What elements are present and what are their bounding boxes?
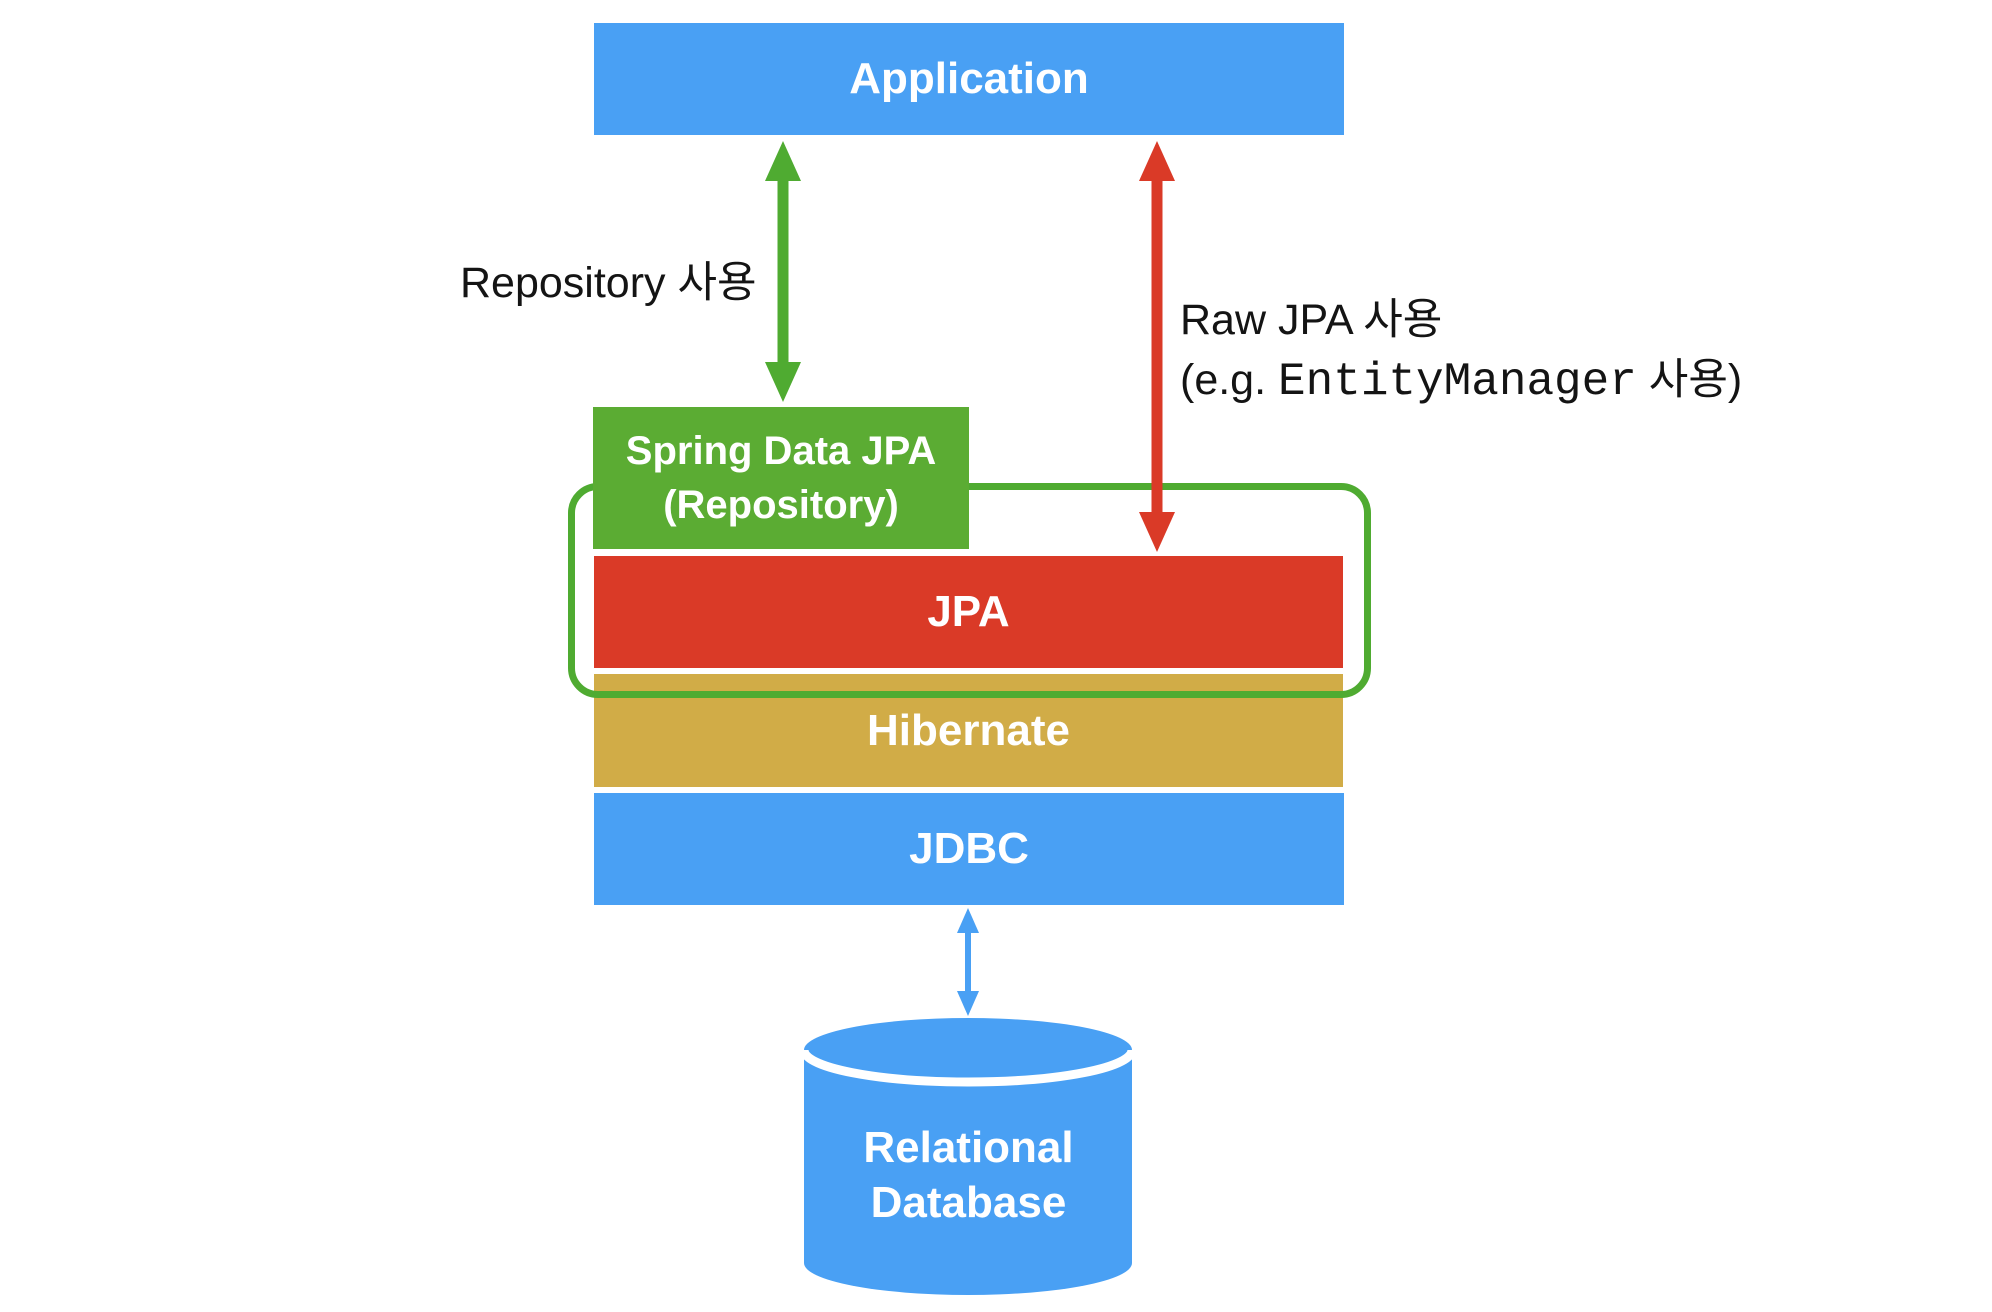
jpa-label: JPA bbox=[927, 587, 1010, 636]
application-label: Application bbox=[849, 54, 1089, 103]
jpa-group-outline bbox=[568, 483, 1371, 698]
arrow-down-icon bbox=[1139, 512, 1175, 552]
jdbc-db-double-arrow bbox=[957, 908, 979, 1016]
database-label-line2: Database bbox=[870, 1178, 1067, 1227]
raw-jpa-usage-line1: Raw JPA 사용 bbox=[1180, 296, 1443, 344]
application-box: Application bbox=[594, 23, 1344, 135]
arrow-up-icon bbox=[765, 141, 801, 181]
arrow-up-icon bbox=[1139, 141, 1175, 181]
arrow-up-icon bbox=[957, 908, 979, 933]
jdbc-box: JDBC bbox=[594, 793, 1344, 905]
raw-jpa-usage-line2: (e.g. EntityManager 사용) bbox=[1180, 356, 1743, 408]
raw-jpa-double-arrow bbox=[1139, 141, 1175, 552]
database-label: Relational Database bbox=[805, 1120, 1132, 1230]
repository-usage-label: Repository 사용 bbox=[460, 259, 757, 307]
raw-jpa-usage-label: Raw JPA 사용 (e.g. EntityManager 사용) bbox=[1180, 290, 1742, 412]
database-cylinder-icon bbox=[799, 1018, 1137, 1295]
spring-data-jpa-box: Spring Data JPA (Repository) bbox=[593, 407, 969, 549]
jdbc-label: JDBC bbox=[909, 824, 1029, 873]
hibernate-label: Hibernate bbox=[867, 705, 1070, 755]
database-label-line1: Relational bbox=[863, 1123, 1074, 1172]
repository-double-arrow bbox=[765, 141, 801, 402]
spring-data-jpa-label-line1: Spring Data JPA bbox=[625, 429, 937, 473]
jpa-box: JPA bbox=[594, 556, 1343, 668]
spring-data-jpa-label-line2: (Repository) bbox=[663, 483, 899, 527]
arrow-down-icon bbox=[957, 991, 979, 1016]
arrow-down-icon bbox=[765, 362, 801, 402]
entity-manager-code-text: EntityManager bbox=[1278, 356, 1637, 408]
